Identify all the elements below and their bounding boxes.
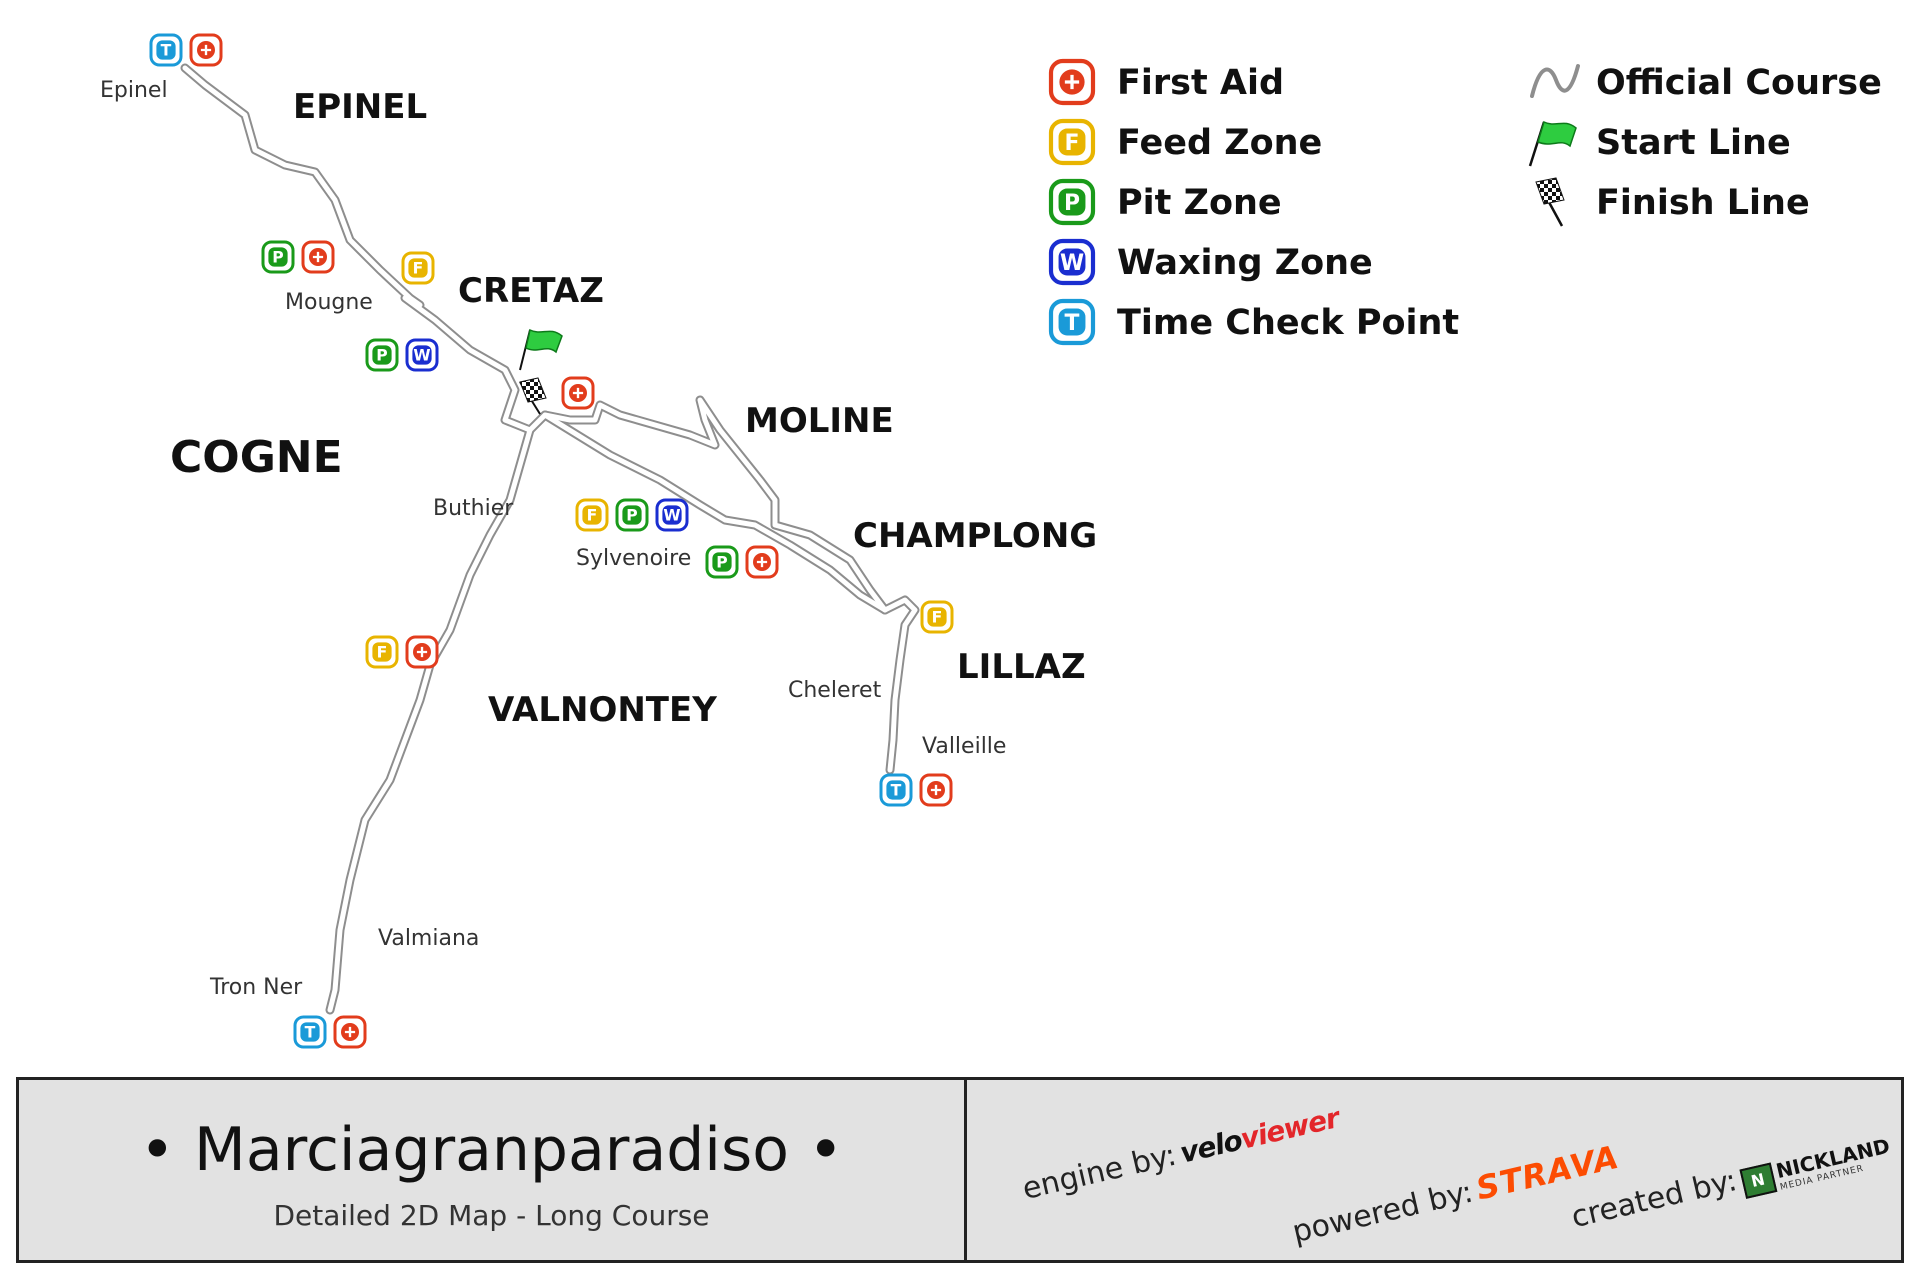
first-aid-badge-icon xyxy=(919,773,953,807)
finish-line-legend-icon xyxy=(1535,177,1565,227)
town-label-valnontey: VALNONTEY xyxy=(488,690,717,730)
legend-label-waxing-zone: Waxing Zone xyxy=(1117,243,1373,283)
map-subtitle: Detailed 2D Map - Long Course xyxy=(273,1198,710,1232)
svg-text:F: F xyxy=(1065,131,1080,156)
place-label-tron-ner: Tron Ner xyxy=(209,975,303,1000)
town-label-cretaz: CRETAZ xyxy=(458,271,604,311)
pit-zone-badge-icon: P xyxy=(1048,178,1096,226)
first-aid-badge-icon xyxy=(301,240,335,274)
credit-engine: engine by: veloviewer xyxy=(1019,1100,1342,1207)
time-check-badge-icon: T xyxy=(879,773,913,807)
place-label-epinel: Epinel xyxy=(100,78,168,103)
feed-zone-badge-icon: F xyxy=(1048,118,1096,166)
official-course-route xyxy=(180,63,920,1015)
time-check-badge-icon: T xyxy=(293,1015,327,1049)
feed-zone-badge-icon: F xyxy=(365,635,399,669)
legend-label-first-aid: First Aid xyxy=(1117,63,1284,103)
finish-line-flag-icon xyxy=(519,377,547,415)
first-aid-badge-icon xyxy=(1048,58,1096,106)
first-aid-badge-icon xyxy=(333,1015,367,1049)
svg-text:W: W xyxy=(1060,251,1084,276)
town-label-champlong: CHAMPLONG xyxy=(853,516,1097,556)
pit-zone-badge-icon: P xyxy=(615,498,649,532)
svg-text:T: T xyxy=(305,1024,316,1042)
time-check-badge-icon: T xyxy=(149,33,183,67)
feed-zone-badge-icon: F xyxy=(920,600,954,634)
feed-zone-badge-icon: F xyxy=(575,498,609,532)
svg-text:T: T xyxy=(891,782,902,800)
first-aid-badge-icon xyxy=(189,33,223,67)
legend: F P W T First Aid Feed Zone Pit Zone Waxing… xyxy=(1048,58,1882,346)
town-label-epinel: EPINEL xyxy=(293,87,427,127)
svg-text:P: P xyxy=(272,249,283,267)
svg-text:P: P xyxy=(1064,191,1080,216)
svg-text:F: F xyxy=(932,609,943,627)
place-label-valleille: Valleille xyxy=(922,734,1006,759)
legend-badges: F P W T xyxy=(1048,58,1096,346)
place-label-sylvenoire: Sylvenoire xyxy=(576,546,691,571)
place-labels: Epinel Mougne Buthier Sylvenoire Chelere… xyxy=(100,78,1006,1000)
credit-engine-lead: engine by: xyxy=(1019,1137,1180,1207)
start-line-legend-icon xyxy=(1528,120,1577,167)
svg-text:T: T xyxy=(161,42,172,60)
credit-powered-lead: powered by: xyxy=(1289,1174,1477,1250)
first-aid-badge-icon xyxy=(405,635,439,669)
credit-powered: powered by: STRAVA xyxy=(1288,1138,1623,1250)
start-line-flag-icon xyxy=(519,328,563,371)
legend-label-feed-zone: Feed Zone xyxy=(1117,123,1322,163)
legend-label-pit-zone: Pit Zone xyxy=(1117,183,1282,223)
pit-zone-badge-icon: P xyxy=(261,240,295,274)
footer: • Marciagranparadiso • Detailed 2D Map -… xyxy=(16,1077,1904,1263)
svg-text:W: W xyxy=(413,347,430,365)
footer-credits-panel: engine by: veloviewer powered by: STRAVA… xyxy=(967,1080,1901,1260)
svg-text:P: P xyxy=(716,554,727,572)
legend-label-time-check: Time Check Point xyxy=(1117,303,1459,343)
legend-label-finish-line: Finish Line xyxy=(1596,183,1810,223)
svg-text:T: T xyxy=(1065,311,1080,336)
veloviewer-logo: veloviewer xyxy=(1176,1101,1342,1170)
town-label-cogne: COGNE xyxy=(170,432,343,483)
map-title: • Marciagranparadiso • xyxy=(139,1114,844,1185)
place-label-cheleret: Cheleret xyxy=(788,678,882,703)
time-check-badge-icon: T xyxy=(1048,298,1096,346)
place-label-mougne: Mougne xyxy=(285,290,373,315)
waxing-zone-badge-icon: W xyxy=(405,338,439,372)
svg-text:P: P xyxy=(626,507,637,525)
town-label-moline: MOLINE xyxy=(745,401,894,441)
svg-text:W: W xyxy=(663,507,680,525)
svg-text:P: P xyxy=(376,347,387,365)
waxing-zone-badge-icon: W xyxy=(655,498,689,532)
first-aid-badge-icon xyxy=(561,376,595,410)
place-label-valmiana: Valmiana xyxy=(378,926,479,951)
pit-zone-badge-icon: P xyxy=(365,338,399,372)
map-badges: T P F P W F P W P F F T T xyxy=(149,33,954,1049)
nickland-logo-icon: N xyxy=(1738,1162,1777,1199)
town-label-lillaz: LILLAZ xyxy=(957,647,1086,687)
footer-title-panel: • Marciagranparadiso • Detailed 2D Map -… xyxy=(19,1080,967,1260)
waxing-zone-badge-icon: W xyxy=(1048,238,1096,286)
first-aid-badge-icon xyxy=(745,545,779,579)
pit-zone-badge-icon: P xyxy=(705,545,739,579)
legend-label-official-course: Official Course xyxy=(1596,63,1882,103)
svg-text:F: F xyxy=(413,260,424,278)
place-label-buthier: Buthier xyxy=(433,496,514,521)
official-course-legend-icon xyxy=(1530,64,1580,98)
town-labels: EPINEL CRETAZ COGNE MOLINE CHAMPLONG LIL… xyxy=(170,87,1097,730)
svg-text:F: F xyxy=(377,644,388,662)
feed-zone-badge-icon: F xyxy=(401,251,435,285)
svg-text:F: F xyxy=(587,507,598,525)
legend-label-start-line: Start Line xyxy=(1596,123,1791,163)
